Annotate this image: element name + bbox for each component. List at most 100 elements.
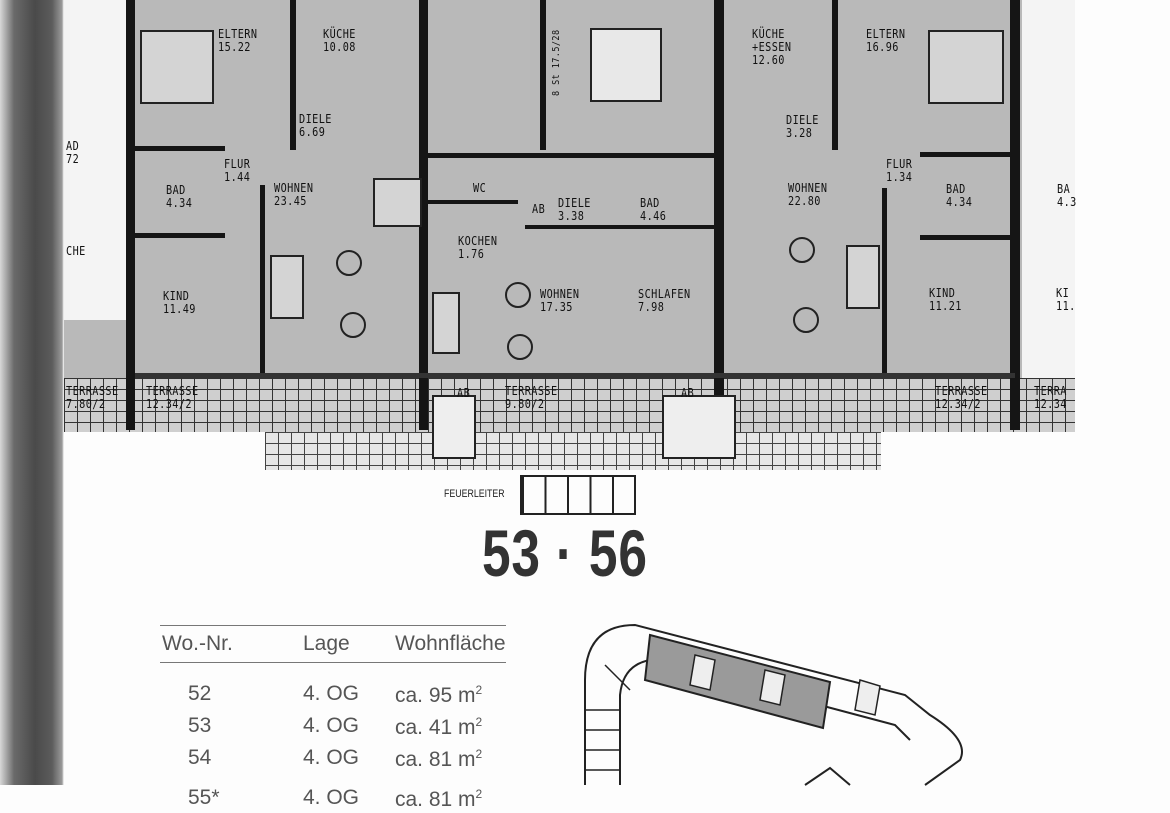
sofa-icon	[270, 255, 304, 319]
balcony-box	[432, 395, 476, 459]
room-label: TERRASSE 7.80/2	[66, 384, 119, 411]
wall	[135, 146, 225, 151]
wall	[882, 188, 887, 378]
page-title: 53 · 56	[482, 516, 648, 590]
room-label: FLUR 1.44	[224, 157, 251, 184]
room-label: ELTERN 15.22	[218, 27, 258, 54]
sofa-icon	[846, 245, 880, 309]
fire-ladder-label: FEUERLEITER	[444, 488, 505, 500]
stair-note: 8 St 17.5/28	[551, 29, 562, 97]
wall	[832, 0, 838, 150]
room-label: AD 72	[66, 139, 80, 166]
wall	[714, 0, 724, 430]
cell-lage: 4. OG	[303, 785, 360, 809]
plant-icon	[793, 307, 819, 333]
wall	[920, 152, 1010, 157]
plant-icon	[336, 250, 362, 276]
room-label: WOHNEN 17.35	[540, 287, 580, 314]
room-label: WOHNEN 22.80	[788, 181, 828, 208]
terrace-extension	[265, 432, 881, 470]
wall	[135, 233, 225, 238]
cell-nr: 52	[188, 681, 212, 705]
room-label: WC	[473, 181, 487, 195]
wall	[525, 225, 715, 229]
terrace-band	[64, 378, 1075, 432]
building-outline	[584, 623, 963, 786]
dining-table-icon	[373, 178, 422, 227]
cell-flaeche: ca. 95 m2	[395, 683, 483, 707]
room-label: TERRASSE 12.34/2	[146, 384, 199, 411]
cell-flaeche: ca. 81 m2	[395, 747, 483, 771]
room-label: BA 4.3	[1057, 182, 1077, 209]
stair-lines	[585, 664, 631, 771]
room-label: KÜCHE +ESSEN 12.60	[752, 27, 792, 67]
highlighted-units	[643, 633, 832, 730]
table-header-row: Wo.-Nr. Lage Wohnfläche	[160, 625, 506, 663]
wall	[920, 235, 1010, 240]
plant-icon	[507, 334, 533, 360]
sofa-icon	[432, 292, 460, 354]
cell-lage: 4. OG	[303, 745, 360, 769]
room-label: KÜCHE 10.08	[323, 27, 356, 54]
room-label: TERRASSE 9.80/2	[505, 384, 558, 411]
wall	[260, 185, 265, 375]
table-row: 55* 4. OG ca. 81 m2	[160, 781, 506, 813]
room-label: WOHNEN 23.45	[274, 181, 314, 208]
plan-floor-area	[64, 0, 1075, 378]
plant-icon	[340, 312, 366, 338]
unit-outline	[689, 654, 881, 716]
room-label: ELTERN 16.96	[866, 27, 906, 54]
col-header-flaeche: Wohnfläche	[395, 625, 506, 663]
neighbor-unit-left	[64, 0, 126, 320]
room-label: BAD 4.34	[946, 182, 973, 209]
fire-ladder-icon	[520, 475, 636, 515]
room-label: KI 11.	[1056, 286, 1076, 313]
wall	[135, 373, 1015, 378]
wall	[1010, 0, 1020, 430]
cell-flaeche: ca. 81 m2	[395, 787, 483, 811]
wall	[419, 0, 428, 430]
room-label: TERRA 12.34	[1034, 384, 1067, 411]
room-label: SCHLAFEN 7.98	[638, 287, 691, 314]
room-label: DIELE 6.69	[299, 112, 332, 139]
col-header-nr: Wo.-Nr.	[160, 625, 303, 663]
bed-icon	[140, 30, 214, 104]
room-label: TERRASSE 12.34/2	[935, 384, 988, 411]
room-label: KIND 11.21	[929, 286, 962, 313]
room-label: DIELE 3.28	[786, 113, 819, 140]
room-label: KIND 11.49	[163, 289, 196, 316]
neighbor-unit-right	[1022, 0, 1075, 378]
table-row: 53 4. OG ca. 41 m2	[160, 709, 506, 741]
room-label: AB	[532, 202, 546, 216]
room-label: AB	[457, 386, 471, 400]
cell-nr: 54	[188, 745, 212, 769]
elevator-icon	[590, 28, 662, 102]
room-label: CHE	[66, 244, 86, 258]
plant-icon	[789, 237, 815, 263]
wall	[428, 200, 518, 204]
wall	[126, 0, 135, 430]
room-label: FLUR 1.34	[886, 157, 913, 184]
plant-icon	[505, 282, 531, 308]
room-label: BAD 4.46	[640, 196, 667, 223]
cell-nr: 53	[188, 713, 212, 737]
cell-nr: 55*	[188, 785, 220, 809]
adjacent-building	[804, 766, 851, 786]
wall	[540, 0, 546, 150]
cell-lage: 4. OG	[303, 681, 360, 705]
table-row: 54 4. OG ca. 81 m2	[160, 741, 506, 773]
room-label: DIELE 3.38	[558, 196, 591, 223]
wall	[290, 0, 296, 150]
table-row: 52 4. OG ca. 95 m2	[160, 677, 506, 709]
room-label: BAD 4.34	[166, 183, 193, 210]
site-plan-diagram	[584, 623, 963, 786]
room-label: KOCHEN 1.76	[458, 234, 498, 261]
cell-flaeche: ca. 41 m2	[395, 715, 483, 739]
cell-lage: 4. OG	[303, 713, 360, 737]
wall	[428, 153, 714, 158]
col-header-lage: Lage	[303, 625, 395, 663]
scan-edge-shadow	[0, 0, 64, 785]
balcony-box	[662, 395, 736, 459]
room-label: AB	[681, 386, 695, 400]
bed-icon	[928, 30, 1004, 104]
